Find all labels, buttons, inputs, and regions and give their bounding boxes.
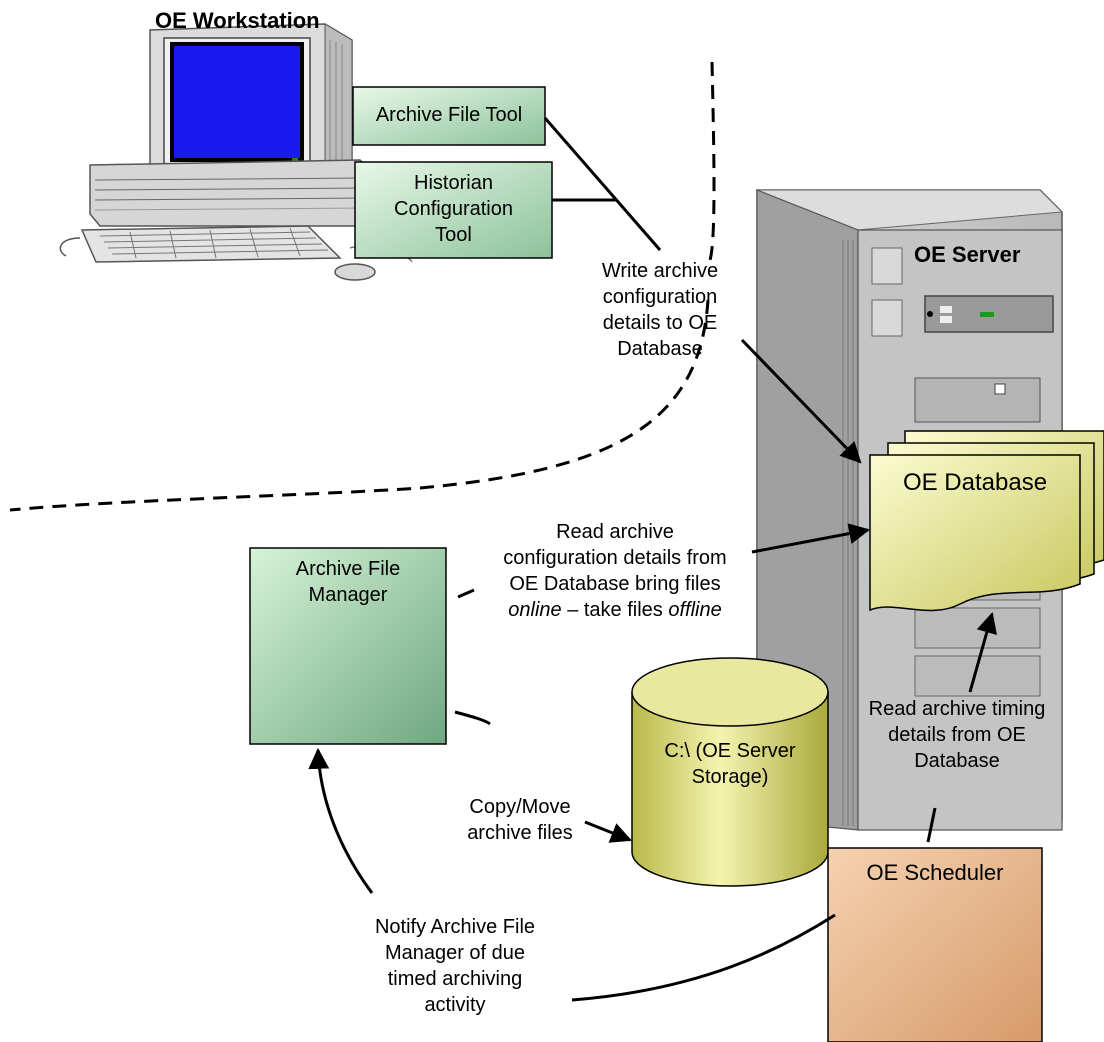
historian-tool-line-2: Configuration [394, 198, 513, 220]
read-timing-line-3: Database [914, 750, 1000, 772]
oe-database-documents-icon [869, 430, 1104, 612]
read-config-arrow [751, 523, 871, 554]
workstation-title: OE Workstation [155, 8, 320, 33]
afm-line-2: Manager [308, 584, 388, 606]
write-config-line-2: configuration [602, 286, 718, 308]
oe-database-label: OE Database [902, 469, 1048, 496]
copy-move-line-1: Copy/Move [469, 796, 571, 818]
read-timing-annotation: Read archive timing details from OE Data… [852, 696, 1062, 774]
archive-file-manager-box [249, 547, 447, 745]
storage-cylinder-icon [631, 657, 829, 887]
storage-line-2: Storage) [691, 766, 769, 788]
storage-line-1: C:\ (OE Server [664, 740, 796, 762]
read-timing-connector [926, 807, 937, 843]
archive-file-tool-box [352, 86, 546, 146]
read-config-line-1: Read archive [556, 521, 674, 543]
notify-connector [571, 913, 836, 1002]
read-config-line-3: OE Database bring files [509, 573, 721, 595]
copy-move-annotation: Copy/Move archive files [440, 794, 600, 846]
notify-annotation: Notify Archive File Manager of due timed… [370, 914, 540, 1018]
notify-line-2: Manager of due [384, 942, 526, 964]
online-term: online [508, 599, 562, 621]
historian-tool-line-1: Historian [414, 172, 493, 194]
read-config-annotation: Read archive configuration details from … [480, 519, 750, 623]
server-title: OE Server [914, 242, 1021, 267]
historian-config-tool-box [354, 161, 553, 259]
archive-file-manager-label: Archive File Manager [250, 556, 446, 608]
write-config-line-3: details to OE [602, 312, 718, 334]
write-config-line-1: Write archive [601, 260, 719, 282]
read-config-arrow-tail [457, 588, 475, 599]
write-config-arrow [740, 338, 862, 464]
notify-line-1: Notify Archive File [374, 916, 536, 938]
notify-line-3: timed archiving [387, 968, 523, 990]
read-config-line-2: configuration details from [503, 547, 727, 569]
historian-tool-label: Historian Configuration Tool [355, 170, 552, 248]
write-config-annotation: Write archive configuration details to O… [575, 258, 745, 362]
copy-move-arrow [584, 820, 632, 843]
read-timing-arrow [968, 611, 997, 693]
copy-move-connector [454, 710, 491, 726]
copy-move-line-2: archive files [467, 822, 573, 844]
historian-tool-line-3: Tool [435, 224, 472, 246]
read-config-line-4: online – take files offline [480, 597, 750, 623]
tool-connector-line [543, 117, 662, 251]
read-timing-line-1: Read archive timing [868, 698, 1046, 720]
storage-label: C:\ (OE Server Storage) [632, 738, 828, 790]
notify-arrow [308, 747, 374, 894]
read-timing-line-2: details from OE [888, 724, 1026, 746]
offline-term: offline [668, 599, 722, 621]
oe-scheduler-label: OE Scheduler [866, 860, 1004, 885]
write-config-line-4: Database [617, 338, 703, 360]
network-boundary-dashed [9, 61, 716, 512]
notify-line-4: activity [424, 994, 486, 1016]
oe-scheduler-box [827, 847, 1043, 1042]
read-config-middle: – take files [561, 599, 669, 621]
afm-line-1: Archive File [295, 558, 401, 580]
archive-file-tool-label: Archive File Tool [375, 104, 523, 126]
workstation-computer-icon [59, 23, 413, 281]
